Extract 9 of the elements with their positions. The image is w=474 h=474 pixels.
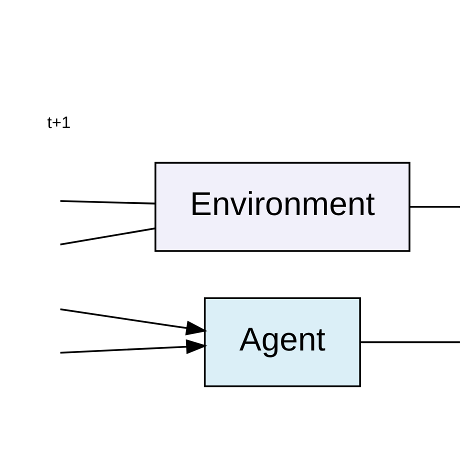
node-box: Agent [204, 296, 361, 387]
label: t+1 [47, 113, 71, 132]
connector [360, 340, 460, 343]
arrow [60, 308, 208, 335]
connector [410, 206, 460, 208]
connector [60, 227, 156, 245]
connector [60, 200, 156, 204]
node-box: Environment [154, 161, 410, 252]
arrow [60, 338, 208, 354]
